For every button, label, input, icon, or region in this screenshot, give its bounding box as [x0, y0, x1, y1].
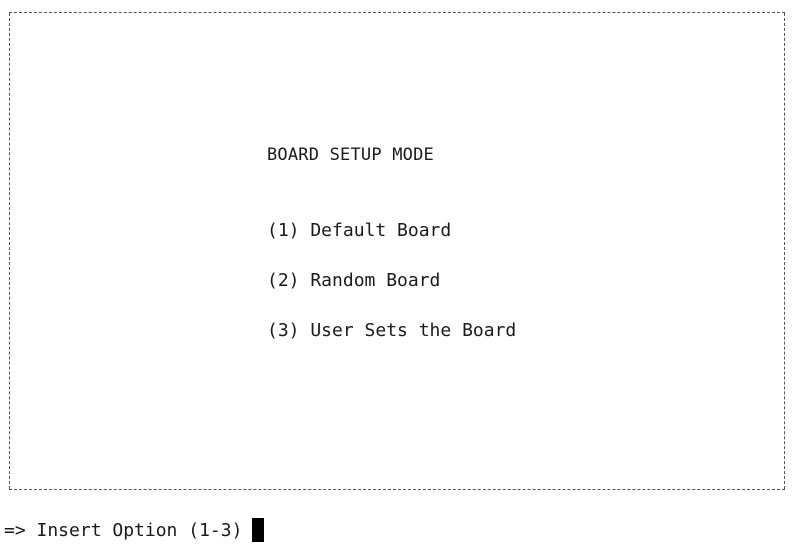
- input-prompt-line[interactable]: => Insert Option (1-3): [4, 518, 265, 542]
- menu-title: BOARD SETUP MODE: [267, 145, 434, 165]
- prompt-text: => Insert Option (1-3): [4, 519, 243, 541]
- option-user-sets-board: (3) User Sets the Board: [267, 320, 517, 341]
- option-list: (1) Default Board (2) Random Board (3) U…: [267, 220, 516, 370]
- text-cursor[interactable]: [252, 518, 265, 542]
- option-default-board: (1) Default Board: [267, 220, 452, 241]
- option-random-board: (2) Random Board: [267, 270, 441, 291]
- menu-border-box: [9, 12, 785, 490]
